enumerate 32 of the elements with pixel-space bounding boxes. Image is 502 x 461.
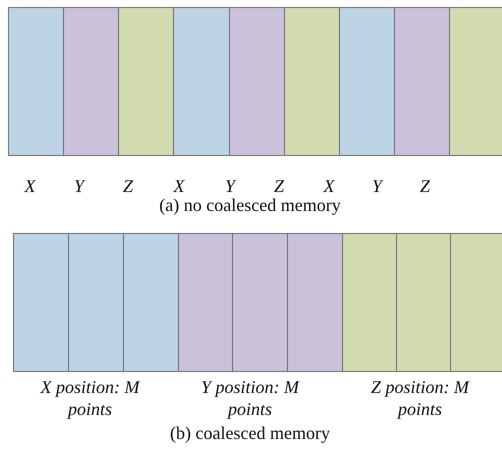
- memory-cell: [396, 233, 452, 372]
- memory-cell: [449, 7, 502, 156]
- segment-label: Z position: M points: [370, 377, 470, 420]
- axis-letter: Z: [122, 176, 134, 198]
- axis-letter: Y: [72, 176, 86, 198]
- memory-cell: [342, 233, 398, 372]
- segment-label: Y position: M points: [200, 377, 300, 420]
- memory-cell: [13, 233, 70, 372]
- memory-cell: [123, 233, 180, 372]
- memory-cell: [229, 7, 286, 156]
- axis-letter: Y: [224, 176, 238, 198]
- memory-cell: [284, 7, 340, 156]
- memory-cell: [118, 7, 174, 156]
- memory-cell: [63, 7, 120, 156]
- caption: (b) coalesced memory: [169, 423, 331, 445]
- axis-letter: Z: [418, 176, 431, 198]
- segment-label: X position: M points: [40, 377, 140, 420]
- memory-cell: [450, 233, 502, 372]
- memory-cell: [232, 233, 288, 372]
- axis-letter: X: [322, 176, 336, 198]
- memory-cell: [68, 233, 124, 372]
- axis-letter: X: [23, 176, 37, 198]
- memory-cell: [173, 7, 230, 156]
- memory-cell: [8, 7, 64, 156]
- axis-letter: Y: [370, 176, 384, 198]
- axis-letter: X: [172, 176, 186, 198]
- memory-cell: [178, 233, 234, 372]
- axis-letter: Z: [272, 176, 285, 198]
- memory-cell: [339, 7, 396, 156]
- memory-cell: [287, 233, 344, 372]
- memory-cell: [394, 7, 450, 156]
- caption: (a) no coalesced memory: [158, 195, 342, 217]
